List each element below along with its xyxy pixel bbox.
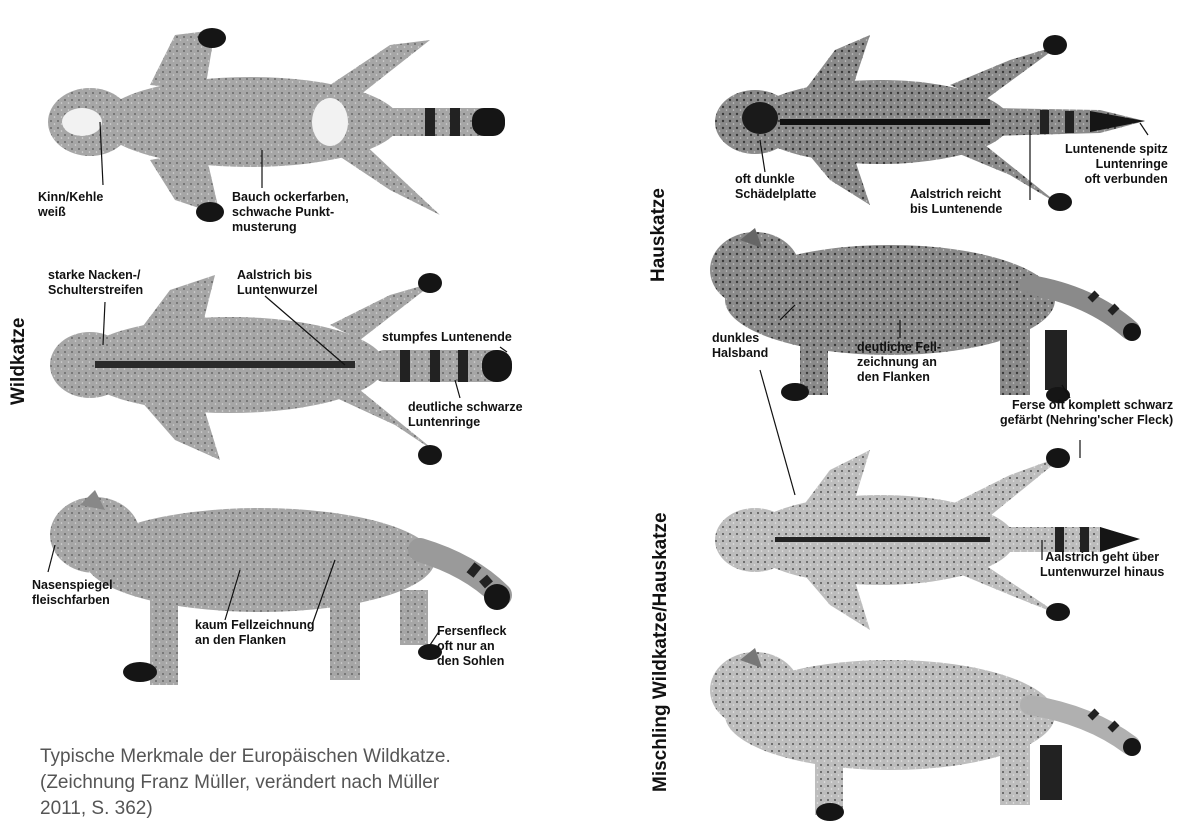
hybrid-side-view bbox=[710, 648, 1141, 821]
label-fellzeichnung-deutlich: deutliche Fell- zeichnung an den Flanken bbox=[857, 340, 941, 385]
label-bauch: Bauch ockerfarben, schwache Punkt- muste… bbox=[232, 190, 349, 235]
label-aalstrich-misch: Aalstrich geht über Luntenwurzel hinaus bbox=[1040, 550, 1164, 580]
label-luntenringe-wild: deutliche schwarze Luntenringe bbox=[408, 400, 523, 430]
label-fersenfleck: Fersenfleck oft nur an den Sohlen bbox=[437, 624, 506, 669]
label-luntenende-spitz: Luntenende spitz Luntenringe oft verbund… bbox=[1065, 142, 1168, 187]
label-halsband: dunkles Halsband bbox=[712, 331, 768, 361]
label-kaum-fellzeichnung: kaum Fellzeichnung an den Flanken bbox=[195, 618, 314, 648]
label-kinn-kehle: Kinn/Kehle weiß bbox=[38, 190, 103, 220]
label-stumpfes-luntenende: stumpfes Luntenende bbox=[382, 330, 512, 345]
label-schaedelplatte: oft dunkle Schädelplatte bbox=[735, 172, 816, 202]
figure-caption: Typische Merkmale der Europäischen Wildk… bbox=[40, 744, 560, 822]
side-title-wildkatze: Wildkatze bbox=[8, 318, 30, 405]
hybrid-pelt-dorsal bbox=[715, 440, 1140, 630]
side-title-mischling: Mischling Wildkatze/Hauskatze bbox=[650, 512, 672, 792]
wildcat-pelt-dorsal bbox=[50, 273, 512, 465]
label-nasenspiegel: Nasenspiegel fleischfarben bbox=[32, 578, 113, 608]
label-aalstrich-haus: Aalstrich reicht bis Luntenende bbox=[910, 187, 1002, 217]
side-title-hauskatze: Hauskatze bbox=[648, 188, 670, 282]
label-nacken: starke Nacken-/ Schulterstreifen bbox=[48, 268, 143, 298]
label-nehring-fleck: Ferse oft komplett schwarz gefärbt (Nehr… bbox=[1000, 398, 1173, 428]
label-aalstrich-wild: Aalstrich bis Luntenwurzel bbox=[237, 268, 318, 298]
